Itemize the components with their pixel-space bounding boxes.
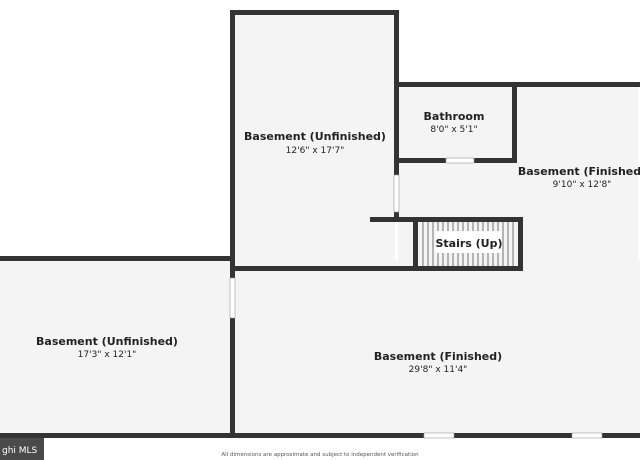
window [423,432,455,439]
door-opening [393,174,400,213]
wall [394,10,399,175]
wall [370,217,523,222]
room-dims-basement-finished-right: 9'10" x 12'8" [553,180,612,190]
room-dims-basement-unfinished-left: 17'3" x 12'1" [78,350,137,360]
wall [230,318,235,436]
watermark-text: ghi MLS [2,446,38,456]
room-name-stairs: Stairs (Up) [435,237,502,250]
room-name-basement-unfinished-left: Basement (Unfinished) [36,335,178,348]
walls [0,10,640,438]
wall [512,82,517,162]
watermark-badge [0,438,44,460]
floor-basement-unfinished-top [234,14,395,270]
wall [230,256,235,278]
wall [413,217,418,270]
mls-watermark: ghi MLS [0,438,44,460]
room-dims-basement-finished-bottom: 29'8" x 11'4" [409,365,468,375]
wall [230,10,235,266]
room-dims-bathroom: 8'0" x 5'1" [430,125,477,135]
room-name-bathroom: Bathroom [424,110,485,123]
room-name-basement-finished-bottom: Basement (Finished) [374,350,502,363]
window [571,432,603,439]
wall [474,158,517,163]
door-opening [229,277,236,319]
wall [0,433,424,438]
wall [394,158,446,163]
floor-bathroom [398,86,514,160]
wall [230,10,398,15]
wall [454,433,572,438]
stairs-label-bg [436,231,502,253]
wall [394,212,399,220]
wall [602,433,640,438]
window [445,157,475,164]
wall [518,217,523,270]
room-dims-basement-unfinished-top: 12'6" x 17'7" [286,146,345,156]
disclaimer-text: All dimensions are approximate and subje… [221,452,419,458]
openings [229,157,603,439]
room-name-basement-unfinished-top: Basement (Unfinished) [244,130,386,143]
wall [0,256,235,261]
wall [230,266,523,271]
room-name-basement-finished-right: Basement (Finished) [518,165,640,178]
floor-lower-level [0,260,640,436]
